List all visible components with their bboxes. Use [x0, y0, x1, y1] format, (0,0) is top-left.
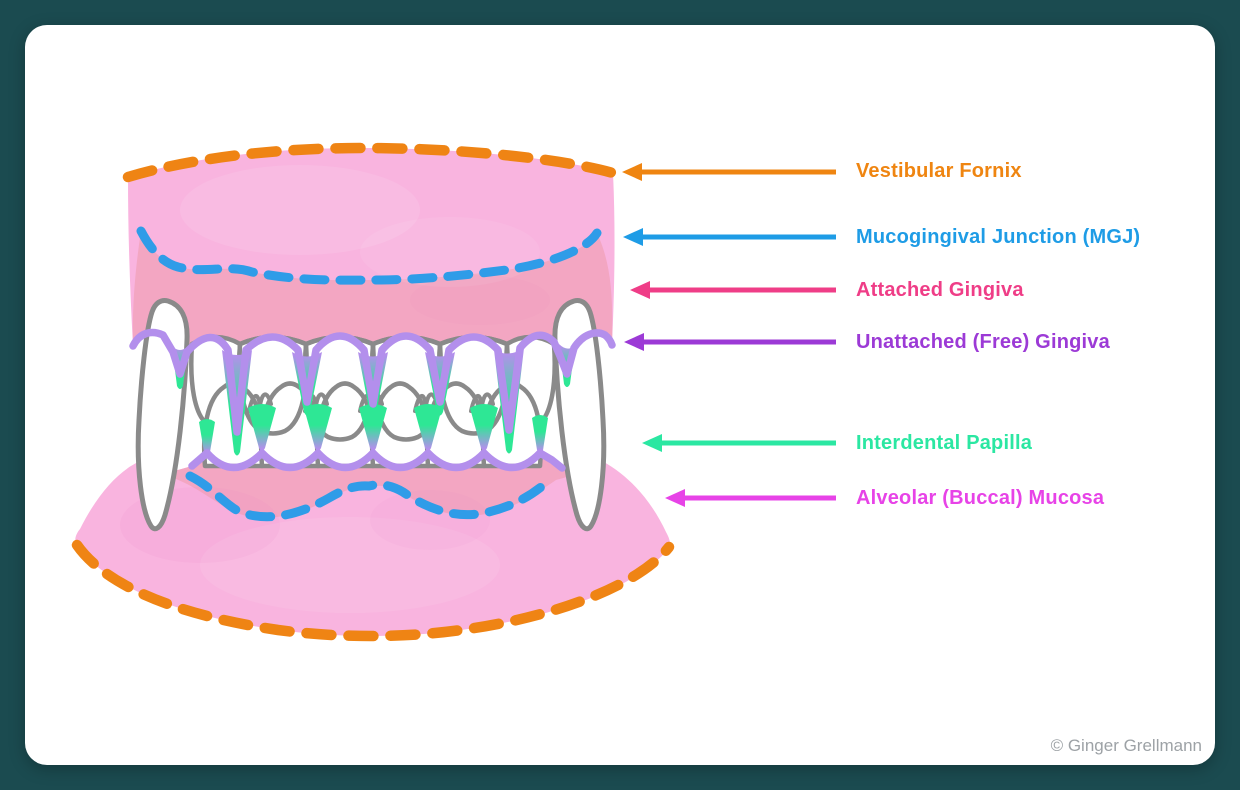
- free-gingiva-margin-lower: [188, 449, 566, 472]
- arrow-attached-gingiva: [630, 281, 836, 299]
- vestibular-fornix-line-upper: [122, 142, 619, 183]
- label-attached-gingiva: Attached Gingiva: [856, 279, 1024, 301]
- arrow-interdental-papilla: [642, 434, 836, 452]
- mgj-line-upper: [136, 226, 602, 285]
- legend-arrows: [622, 163, 836, 507]
- mgj-line-lower: [185, 471, 553, 522]
- arrow-unattached-gingiva: [624, 333, 836, 351]
- arrow-mgj: [623, 228, 836, 246]
- label-alveolar-buccal-mucosa: Alveolar (Buccal) Mucosa: [856, 487, 1105, 509]
- label-unattached-free-gingiva: Unattached (Free) Gingiva: [856, 331, 1110, 353]
- label-interdental-papilla: Interdental Papilla: [856, 432, 1033, 454]
- vestibular-fornix-line-lower: [71, 539, 675, 642]
- arrow-vestibular-fornix: [622, 163, 836, 181]
- copyright-watermark: © Ginger Grellmann: [1050, 736, 1202, 755]
- label-mucogingival-junction: Mucogingival Junction (MGJ): [856, 226, 1141, 248]
- upper-attached-gingiva-band: [132, 231, 613, 432]
- free-gingiva-margin-upper: [129, 328, 616, 436]
- label-vestibular-fornix: Vestibular Fornix: [856, 160, 1022, 182]
- arrow-alveolar-mucosa: [665, 489, 836, 507]
- interdental-papillae-lower: [199, 404, 548, 455]
